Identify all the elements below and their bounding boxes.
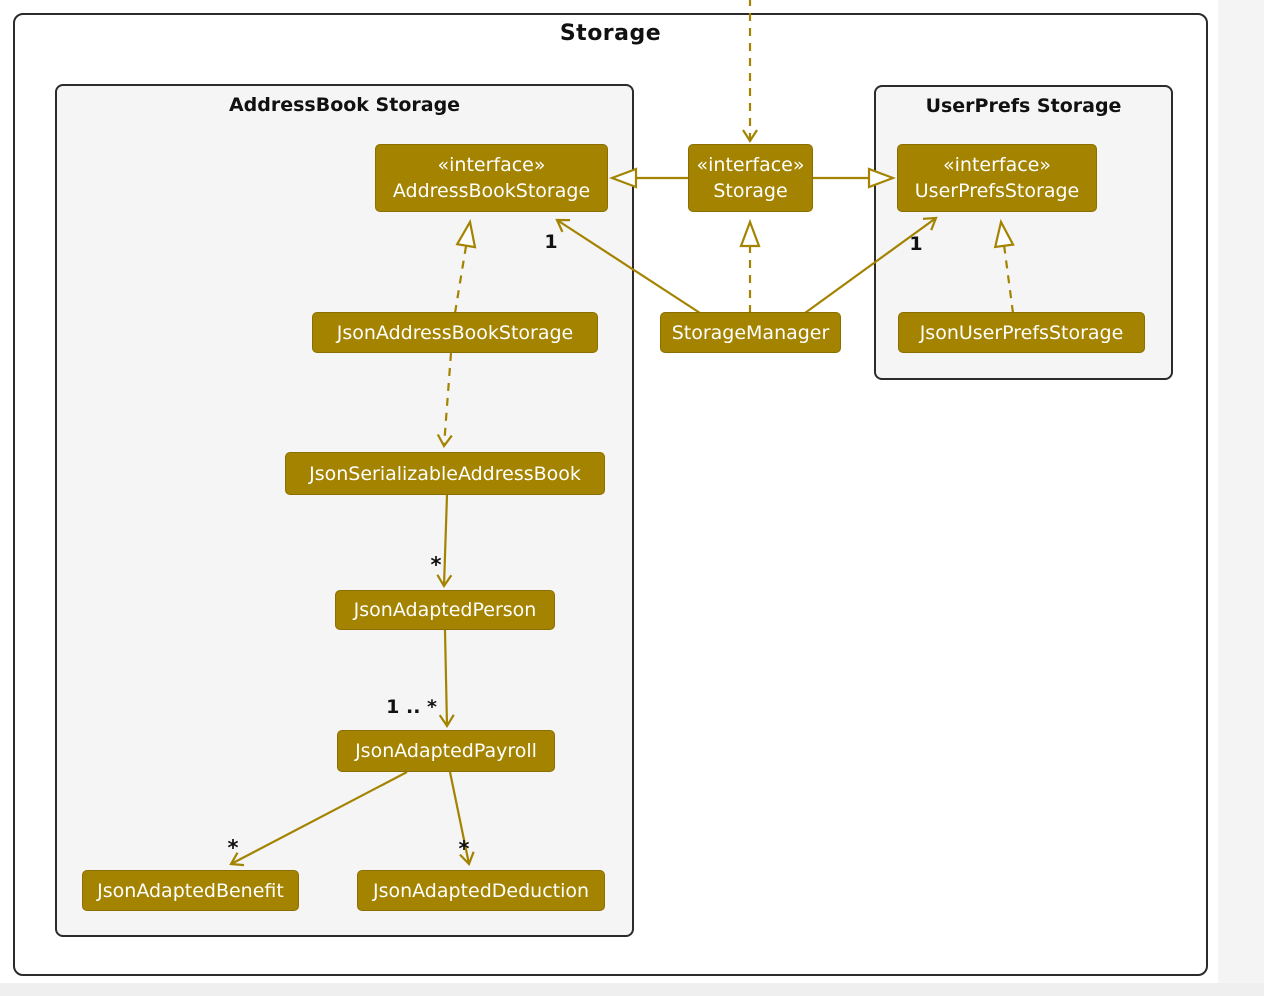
stereotype-label: «interface» — [696, 154, 805, 176]
class-interface-userprefsstorage: «interface» UserPrefsStorage — [897, 144, 1097, 212]
class-interface-addressbookstorage: «interface» AddressBookStorage — [375, 144, 608, 212]
class-jsonadaptedbenefit: JsonAdaptedBenefit — [82, 870, 299, 911]
class-jsonserializableaddressbook: JsonSerializableAddressBook — [285, 452, 605, 495]
class-name-label: AddressBookStorage — [392, 180, 591, 202]
class-interface-storage: «interface» Storage — [688, 144, 813, 212]
class-name-label: JsonAdaptedPayroll — [355, 740, 537, 762]
class-jsonuserprefsstorage: JsonUserPrefsStorage — [898, 312, 1145, 353]
frame-title: Storage — [559, 21, 662, 46]
class-jsonadaptedpayroll: JsonAdaptedPayroll — [337, 730, 555, 772]
stereotype-label: «interface» — [437, 154, 546, 176]
class-name-label: JsonAddressBookStorage — [336, 321, 574, 344]
class-name-label: JsonAdaptedPerson — [353, 599, 537, 621]
class-jsonadapteddeduction: JsonAdaptedDeduction — [357, 870, 605, 911]
stereotype-label: «interface» — [943, 154, 1051, 176]
class-storagemanager: StorageManager — [660, 312, 841, 353]
page-background-right — [1218, 0, 1264, 996]
page-background-bottom — [0, 983, 1264, 996]
class-name-label: StorageManager — [671, 321, 830, 344]
class-jsonaddressbookstorage: JsonAddressBookStorage — [312, 312, 598, 353]
addressbook-storage-container-title: AddressBook Storage — [228, 94, 461, 116]
class-name-label: JsonAdaptedBenefit — [97, 879, 284, 902]
class-name-label: UserPrefsStorage — [914, 180, 1080, 202]
class-name-label: JsonAdaptedDeduction — [372, 879, 590, 902]
class-name-label: Storage — [713, 180, 788, 202]
class-jsonadaptedperson: JsonAdaptedPerson — [335, 590, 555, 630]
class-name-label: JsonSerializableAddressBook — [309, 462, 581, 485]
userprefs-storage-container-title: UserPrefs Storage — [925, 95, 1122, 117]
class-name-label: JsonUserPrefsStorage — [919, 321, 1124, 344]
